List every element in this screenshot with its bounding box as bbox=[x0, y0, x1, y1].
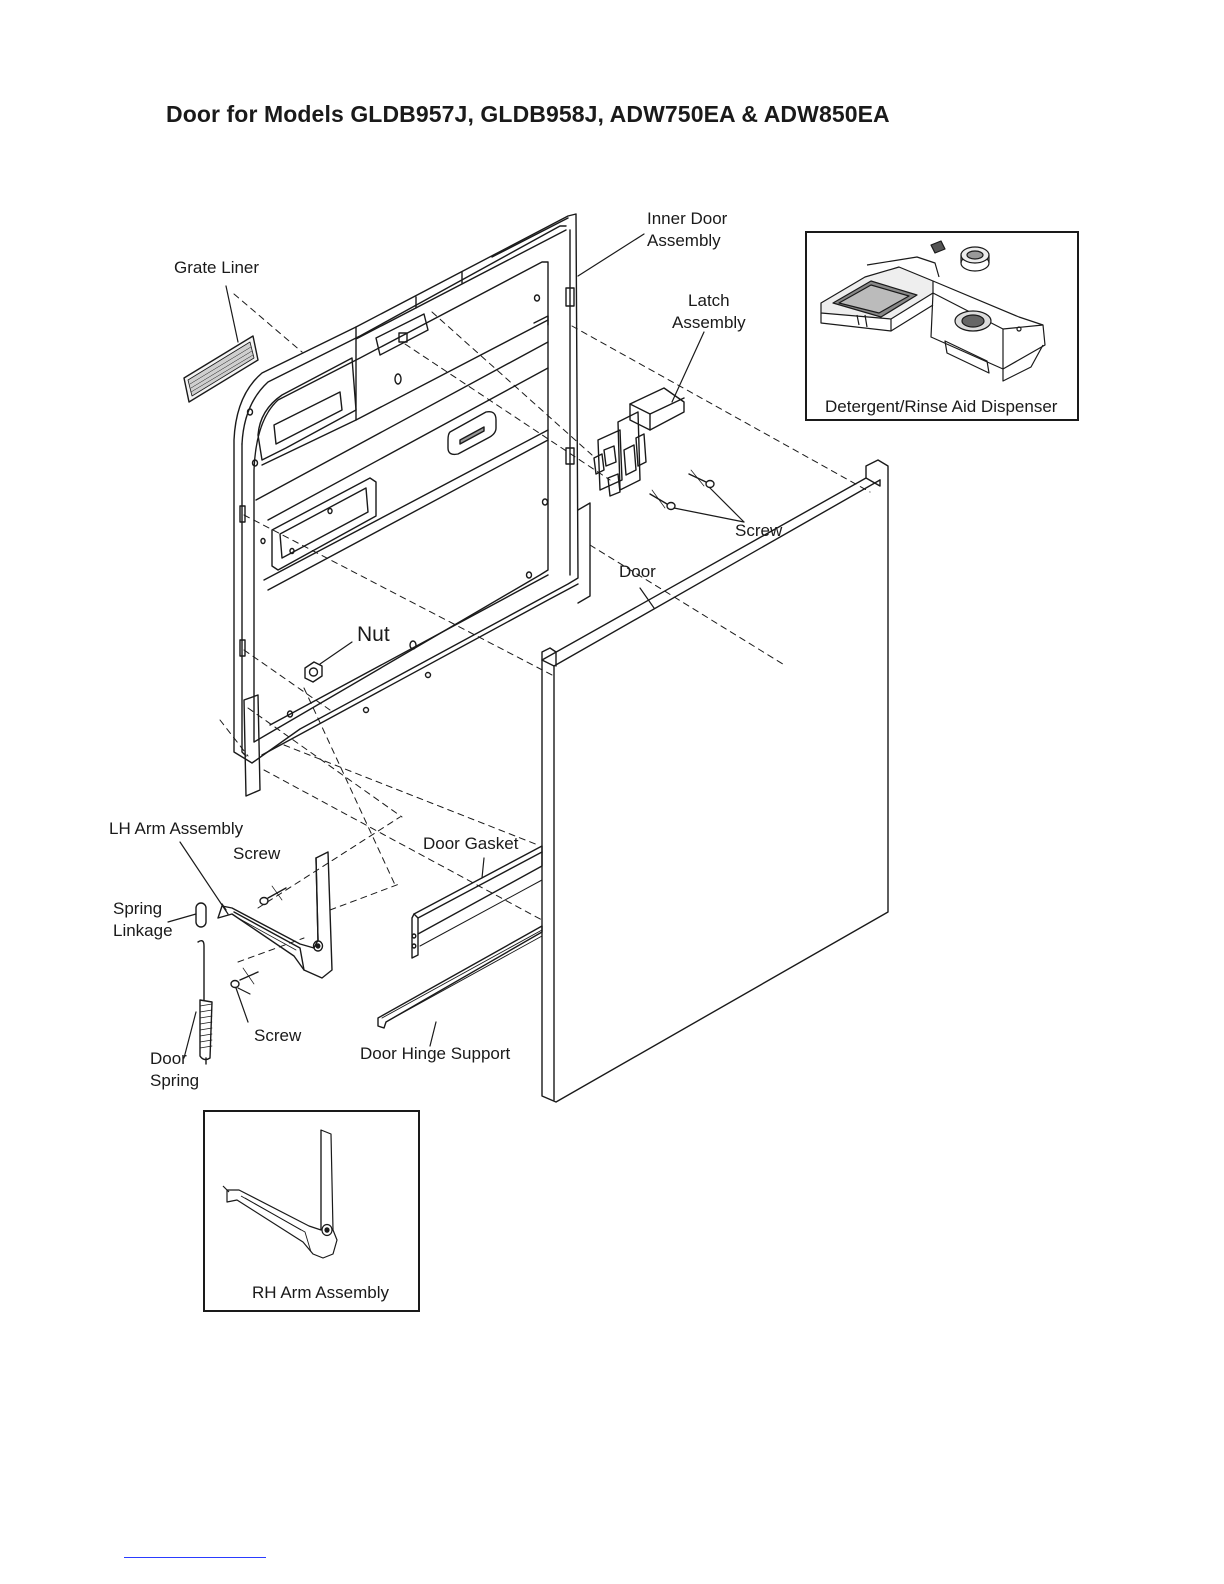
rh-arm-assembly-inset: RH Arm Assembly bbox=[203, 1110, 420, 1312]
spring-linkage-part bbox=[196, 903, 206, 927]
label-detergent-dispenser: Detergent/Rinse Aid Dispenser bbox=[825, 396, 1057, 418]
lh-arm-screws-part bbox=[231, 886, 286, 988]
latch-assembly-part bbox=[594, 388, 684, 496]
label-screw-upper: Screw bbox=[233, 843, 280, 865]
label-rh-arm-assembly: RH Arm Assembly bbox=[252, 1282, 389, 1304]
detergent-dispenser-inset: Detergent/Rinse Aid Dispenser bbox=[805, 231, 1079, 421]
rh-arm-assembly-drawing bbox=[205, 1112, 418, 1310]
door-spring-part bbox=[198, 941, 212, 1064]
label-inner-door-assembly: Inner Door Assembly bbox=[647, 208, 727, 252]
label-door: Door bbox=[619, 561, 656, 583]
latch-screws-part bbox=[650, 470, 714, 510]
label-screw-latch: Screw bbox=[735, 520, 782, 542]
label-spring-linkage: Spring Linkage bbox=[113, 898, 173, 942]
label-nut: Nut bbox=[357, 624, 390, 646]
label-door-hinge-support: Door Hinge Support bbox=[360, 1043, 510, 1065]
label-door-spring: Door Spring bbox=[150, 1048, 199, 1092]
nut-part bbox=[305, 662, 322, 682]
door-part bbox=[542, 460, 888, 1102]
label-latch-assembly: Latch Assembly bbox=[672, 290, 746, 334]
label-door-gasket: Door Gasket bbox=[423, 833, 518, 855]
door-hinge-support-part bbox=[378, 926, 542, 1028]
label-grate-liner: Grate Liner bbox=[174, 257, 259, 279]
footer-rule bbox=[124, 1557, 266, 1558]
detergent-dispenser-drawing bbox=[807, 233, 1077, 419]
label-lh-arm-assembly: LH Arm Assembly bbox=[109, 818, 243, 840]
lh-arm-assembly-part bbox=[218, 852, 332, 978]
inner-door-assembly-part bbox=[234, 214, 590, 796]
label-screw-lower: Screw bbox=[254, 1025, 301, 1047]
